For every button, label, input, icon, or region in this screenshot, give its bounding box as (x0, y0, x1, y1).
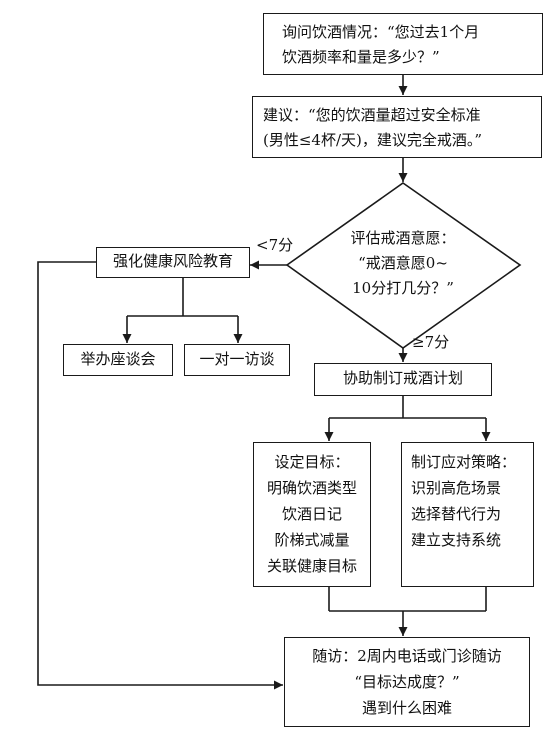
edge-label-low-score: <7分 (256, 236, 294, 254)
node-goals-line-4: 阶梯式减量 (274, 531, 350, 549)
node-goals-line-1: 设定目标： (274, 453, 350, 471)
node-advise-line-1: 建议：“您的饮酒量超过安全标准 (263, 106, 481, 124)
node-quit-plan: 协助制订戒酒计划 (314, 363, 492, 396)
node-lecture: 举办座谈会 (63, 344, 173, 376)
node-set-goals: 设定目标： 明确饮酒类型 饮酒日记 阶梯式减量 关联健康目标 (253, 442, 371, 587)
node-coping-strategy: 制订应对策略： 识别高危场景 选择替代行为 建立支持系统 (401, 442, 534, 587)
node-assess-line-1: 评估戒酒意愿： (350, 229, 456, 247)
node-health-education: 强化健康风险教育 (96, 247, 250, 278)
node-lecture-label: 举办座谈会 (80, 350, 156, 368)
node-ask-line-1: 询问饮酒情况：“您过去1个月 (282, 23, 480, 41)
node-strategy-line-4: 建立支持系统 (411, 531, 502, 549)
node-plan-label: 协助制订戒酒计划 (342, 369, 463, 387)
node-advise-quit: 建议：“您的饮酒量超过安全标准 (男性≤4杯/天)，建议完全戒酒。” (252, 96, 542, 158)
node-education-label: 强化健康风险教育 (112, 252, 233, 270)
node-strategy-line-2: 识别高危场景 (411, 479, 502, 497)
node-goals-line-5: 关联健康目标 (266, 557, 357, 575)
node-followup-line-3: 遇到什么困难 (361, 699, 452, 717)
node-followup: 随访：2周内电话或门诊随访 “目标达成度？” 遇到什么困难 (284, 637, 530, 727)
node-advise-line-2: (男性≤4杯/天)，建议完全戒酒。” (263, 131, 483, 149)
node-one-on-one: 一对一访谈 (184, 344, 290, 376)
node-strategy-line-1: 制订应对策略： (411, 453, 517, 471)
node-assess-line-3: 10分打几分？” (352, 279, 454, 297)
node-strategy-line-3: 选择替代行为 (411, 505, 502, 523)
node-goals-line-2: 明确饮酒类型 (266, 479, 357, 497)
node-assess-willingness: 评估戒酒意愿： “戒酒意愿0~ 10分打几分？” (313, 226, 493, 301)
node-ask-drinking: 询问饮酒情况：“您过去1个月 饮酒频率和量是多少？” (263, 13, 543, 75)
edge-label-high-score: ≥7分 (412, 333, 450, 351)
edge-education-to-followup (37, 261, 283, 690)
node-ask-line-2: 饮酒频率和量是多少？” (282, 48, 440, 66)
node-followup-line-1: 随访：2周内电话或门诊随访 (312, 647, 502, 665)
node-followup-line-2: “目标达成度？” (354, 673, 460, 691)
node-one-on-one-label: 一对一访谈 (199, 350, 275, 368)
node-goals-line-3: 饮酒日记 (281, 505, 342, 523)
node-assess-line-2: “戒酒意愿0~ (358, 254, 448, 272)
